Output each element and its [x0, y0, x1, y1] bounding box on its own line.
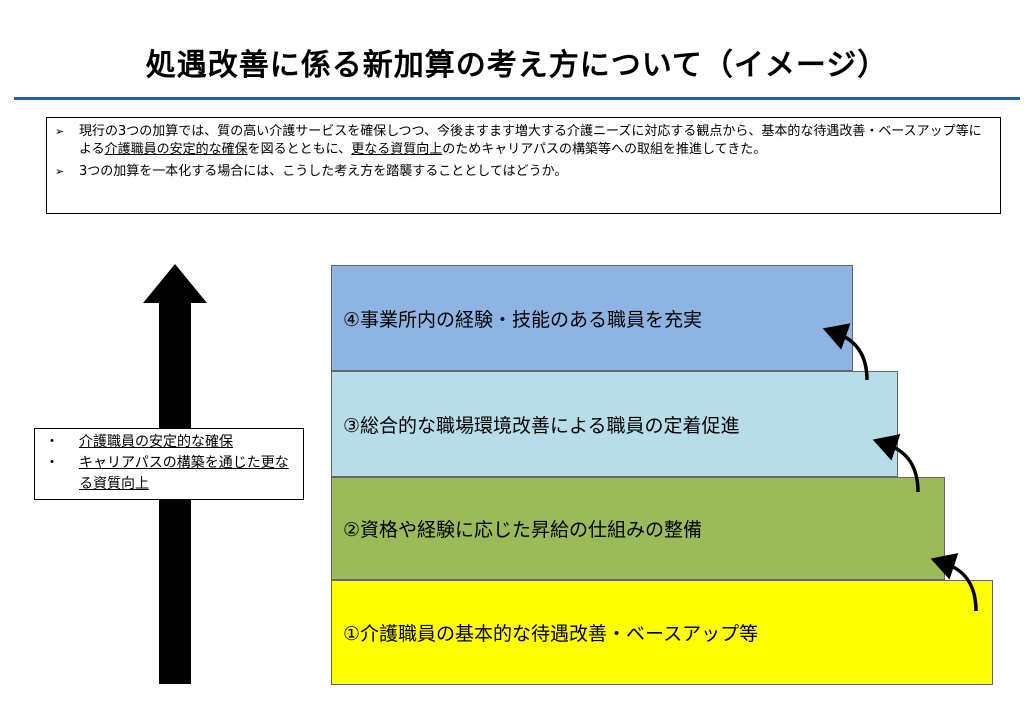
- summary-text-1a: 現行の3つの加算では、質の高い介護サービスを確保しつつ、今後ますます増大する介護…: [79, 124, 982, 157]
- goal-text-2: キャリアパスの構築を通じた更なる資質向上: [79, 455, 289, 492]
- summary-text-2: 3つの加算を一本化する場合には、こうした考え方を踏襲することとしてはどうか。: [79, 164, 568, 179]
- summary-text-1: 現行の3つの加算では、質の高い介護サービスを確保しつつ、今後ますます増大する介護…: [79, 123, 992, 159]
- summary-item-1: ➢ 現行の3つの加算では、質の高い介護サービスを確保しつつ、今後ますます増大する…: [55, 123, 992, 159]
- step-3-block: ③総合的な職場環境改善による職員の定着促進: [331, 371, 898, 477]
- summary-box: ➢ 現行の3つの加算では、質の高い介護サービスを確保しつつ、今後ますます増大する…: [46, 117, 1001, 214]
- step-4-block: ④事業所内の経験・技能のある職員を充実: [331, 265, 853, 371]
- summary-text-1c: のためキャリアパスの構築等への取組を推進してきた。: [442, 142, 767, 157]
- step-2-block: ②資格や経験に応じた昇給の仕組みの整備: [331, 477, 945, 580]
- step-2-label: ②資格や経験に応じた昇給の仕組みの整備: [343, 519, 703, 541]
- summary-item-2: ➢ 3つの加算を一本化する場合には、こうした考え方を踏襲することとしてはどうか。: [55, 163, 992, 181]
- step-1-label: ①介護職員の基本的な待遇改善・ベースアップ等: [343, 623, 759, 645]
- bullet-icon: ・: [45, 434, 59, 450]
- step-1-block: ①介護職員の基本的な待遇改善・ベースアップ等: [331, 580, 993, 685]
- step-4-label: ④事業所内の経験・技能のある職員を充実: [343, 308, 703, 331]
- summary-underline-quality: 更なる資質向上: [351, 142, 443, 157]
- goals-box: ・ 介護職員の安定的な確保 ・ キャリアパスの構築を通じた更なる資質向上: [34, 428, 304, 500]
- step-3-label: ③総合的な職場環境改善による職員の定着促進: [343, 414, 740, 437]
- title-divider: [14, 97, 1020, 100]
- goal-item-1: ・ 介護職員の安定的な確保: [41, 432, 297, 453]
- summary-underline-stable: 介護職員の安定的な確保: [104, 142, 248, 157]
- page-title: 処遇改善に係る新加算の考え方について（イメージ）: [145, 48, 889, 83]
- goal-text-1: 介護職員の安定的な確保: [79, 434, 233, 450]
- arrowhead-bullet-icon: ➢: [55, 165, 65, 178]
- arrowhead-bullet-icon: ➢: [55, 125, 65, 138]
- summary-text-1b: を図るとともに、: [247, 142, 352, 157]
- bullet-icon: ・: [45, 455, 59, 471]
- goal-item-2: ・ キャリアパスの構築を通じた更なる資質向上: [41, 453, 297, 495]
